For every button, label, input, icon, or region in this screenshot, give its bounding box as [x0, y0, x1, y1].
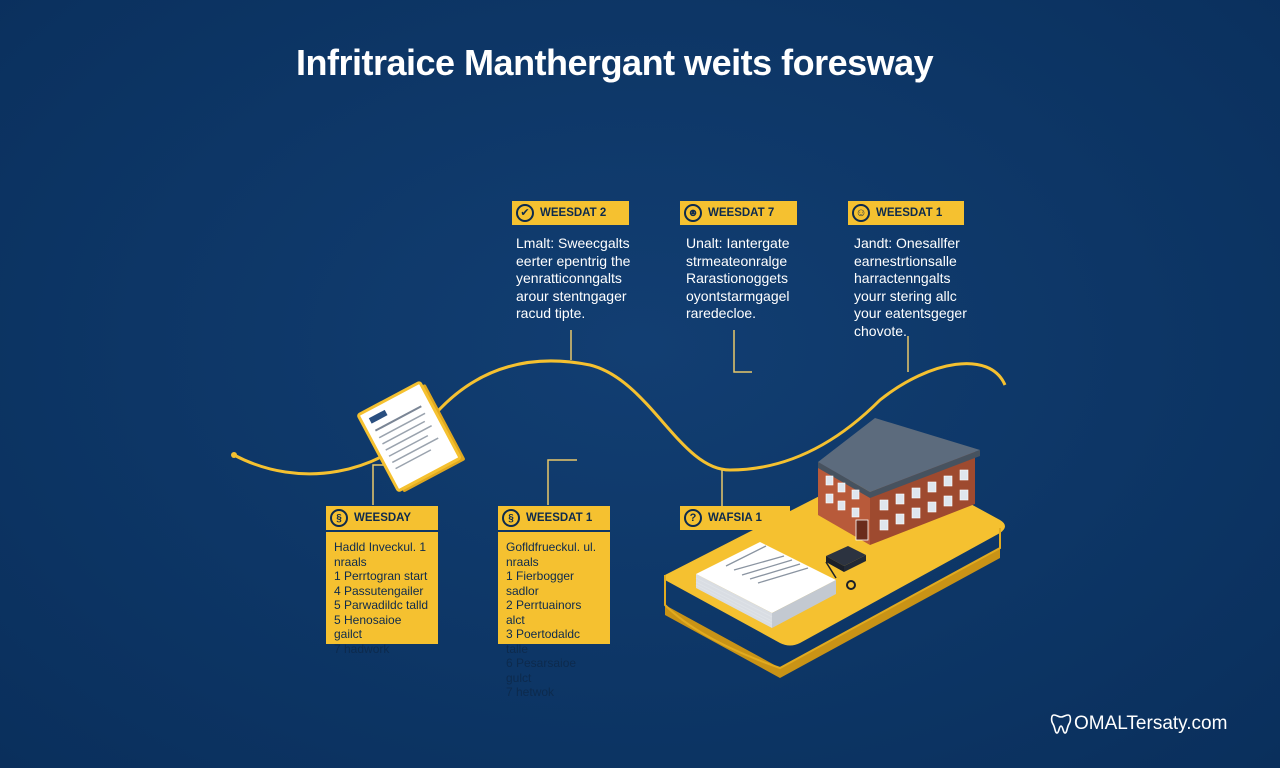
step-text-top-1: Lmalt: Sweecgalts eerter epentrig the ye…: [516, 235, 631, 321]
team-icon: ☺: [852, 204, 870, 222]
step-badge-label: WEESDAT 2: [540, 207, 607, 219]
building-illustration: [818, 418, 980, 545]
step-badge-top-1: ✔ WEESDAT 2: [512, 201, 629, 225]
step-badge-top-3: ☺ WEESDAT 1: [848, 201, 964, 225]
step-badge-label: WEESDAT 1: [876, 207, 943, 219]
step-card-bottom-2: § WEESDAT 1 Gofldfrueckul. ul. nraals 1 …: [498, 506, 610, 699]
step-card-bottom-1: § WEESDAY Hadld Inveckul. 1 nraals 1 Per…: [326, 506, 438, 656]
device-illustration: [825, 546, 866, 590]
step-text-top-3: Jandt: Onesallfer earnestrtionsalle harr…: [854, 235, 967, 339]
document-illustration: [357, 381, 465, 492]
step-card-title: WEESDAY: [354, 512, 412, 524]
step-badge-label: WEESDAT 7: [708, 207, 775, 219]
timeline-start-dot: [231, 452, 237, 458]
check-icon: ✔: [516, 204, 534, 222]
step-badge-bottom-3: ? WAFSIA 1: [680, 506, 790, 530]
step-card-header: § WEESDAT 1: [498, 506, 610, 532]
tooth-logo-icon: [1050, 714, 1072, 734]
connector-bottom-2: [547, 459, 577, 505]
step-card-body: Hadld Inveckul. 1 nraals 1 Perrtogran st…: [334, 540, 429, 656]
step-badge-top-2: ☻ WEESDAT 7: [680, 201, 797, 225]
paper-stack-illustration: [695, 542, 836, 628]
step-text-top-2: Unalt: Iantergate strmeateonralge Rarast…: [686, 235, 790, 321]
badge-icon: §: [502, 509, 520, 527]
step-card-header: § WEESDAY: [326, 506, 438, 532]
connector-top-2: [733, 330, 752, 373]
watermark: OMALTersaty.com: [1050, 712, 1227, 736]
question-icon: ?: [684, 509, 702, 527]
step-card-body: Gofldfrueckul. ul. nraals 1 Fierbogger s…: [506, 540, 597, 699]
watermark-text: OMALTersaty.com: [1074, 713, 1228, 734]
step-card-title: WEESDAT 1: [526, 512, 593, 524]
badge-icon: §: [330, 509, 348, 527]
person-icon: ☻: [684, 204, 702, 222]
page-title: Infritraice Manthergant weits foresway: [296, 42, 934, 83]
step-badge-label: WAFSIA 1: [708, 512, 762, 524]
